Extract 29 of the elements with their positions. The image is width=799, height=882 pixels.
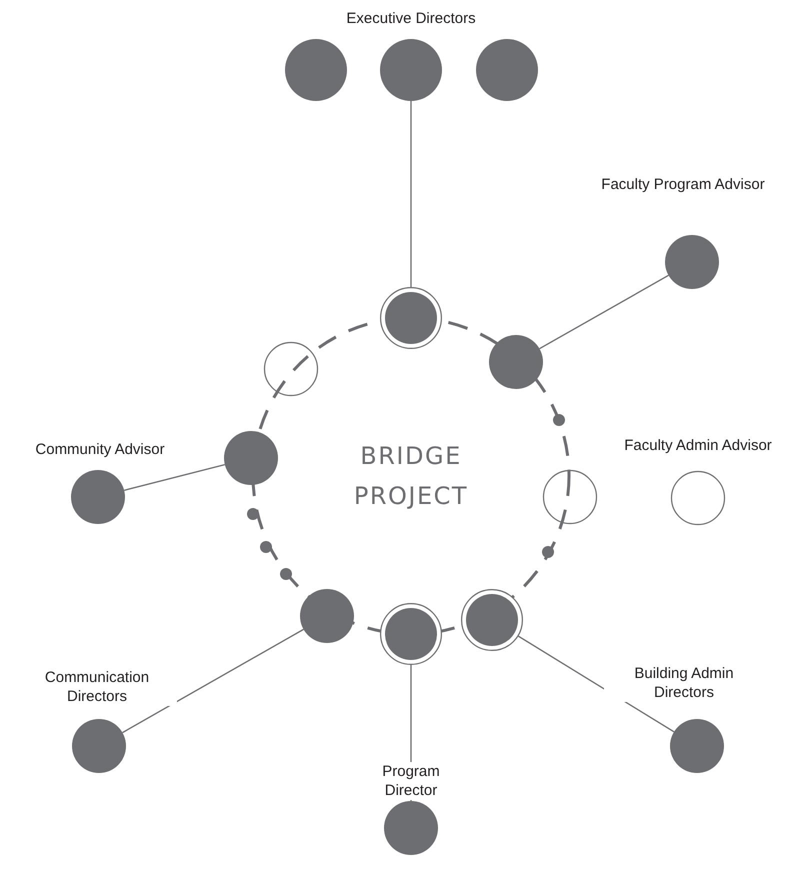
center-title: BRIDGE PROJECT bbox=[352, 441, 470, 512]
connector-line bbox=[410, 101, 412, 287]
person-circle bbox=[489, 335, 543, 389]
person-circle bbox=[300, 589, 354, 643]
connector-line bbox=[122, 628, 304, 734]
connector-line bbox=[539, 274, 669, 350]
person-circle bbox=[476, 39, 538, 101]
person-circle bbox=[380, 39, 442, 101]
dot bbox=[280, 568, 292, 580]
empty-circle bbox=[542, 470, 598, 524]
empty-circle bbox=[264, 342, 318, 396]
person-circle bbox=[72, 719, 126, 773]
ringed-circle bbox=[380, 287, 442, 349]
person-circle bbox=[384, 801, 438, 855]
person-circle bbox=[285, 39, 347, 101]
dot bbox=[260, 541, 272, 553]
group-label: Executive Directors bbox=[345, 9, 477, 29]
person-circle bbox=[670, 719, 724, 773]
connector-line bbox=[124, 464, 225, 491]
empty-circle bbox=[670, 470, 726, 526]
connector-line bbox=[518, 636, 674, 732]
person-circle bbox=[665, 235, 719, 289]
person-circle bbox=[71, 470, 125, 524]
ringed-circle bbox=[461, 589, 523, 651]
ringed-circle bbox=[380, 603, 442, 665]
dot bbox=[542, 546, 554, 558]
dot bbox=[553, 414, 565, 426]
person-circle bbox=[224, 431, 278, 485]
dot bbox=[247, 508, 259, 520]
